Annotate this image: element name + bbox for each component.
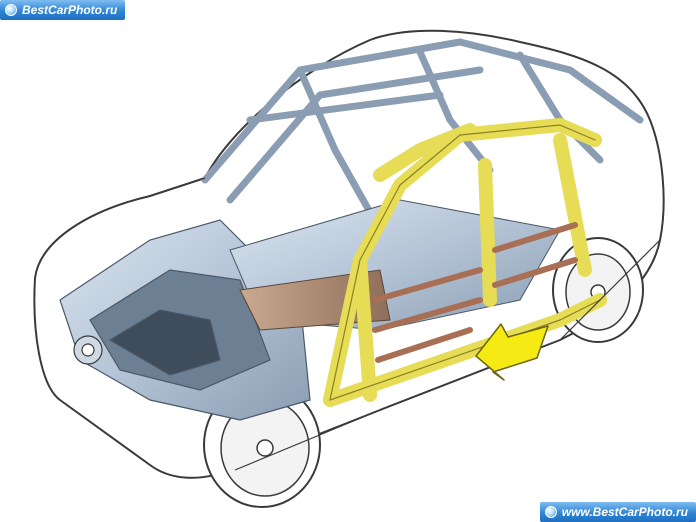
engine-bay-structure [59, 219, 311, 421]
watermark-top-left-text: BestCarPhoto.ru [22, 3, 118, 17]
yellow-arrow-icon [475, 323, 549, 381]
globe-icon [5, 4, 17, 16]
body-detail-lines [59, 177, 661, 471]
globe-icon [544, 506, 557, 518]
yellow-frame-outline [329, 124, 601, 401]
watermark-top-left: BestCarPhoto.ru [0, 0, 126, 20]
rear-wheel [552, 237, 644, 343]
copper-reinforcement-bars [372, 222, 578, 363]
cabin-steel-frame [201, 38, 644, 234]
watermark-bottom-right: www.BestCarPhoto.ru [539, 502, 696, 522]
watermark-bottom-right-text: www.BestCarPhoto.ru [561, 505, 688, 519]
